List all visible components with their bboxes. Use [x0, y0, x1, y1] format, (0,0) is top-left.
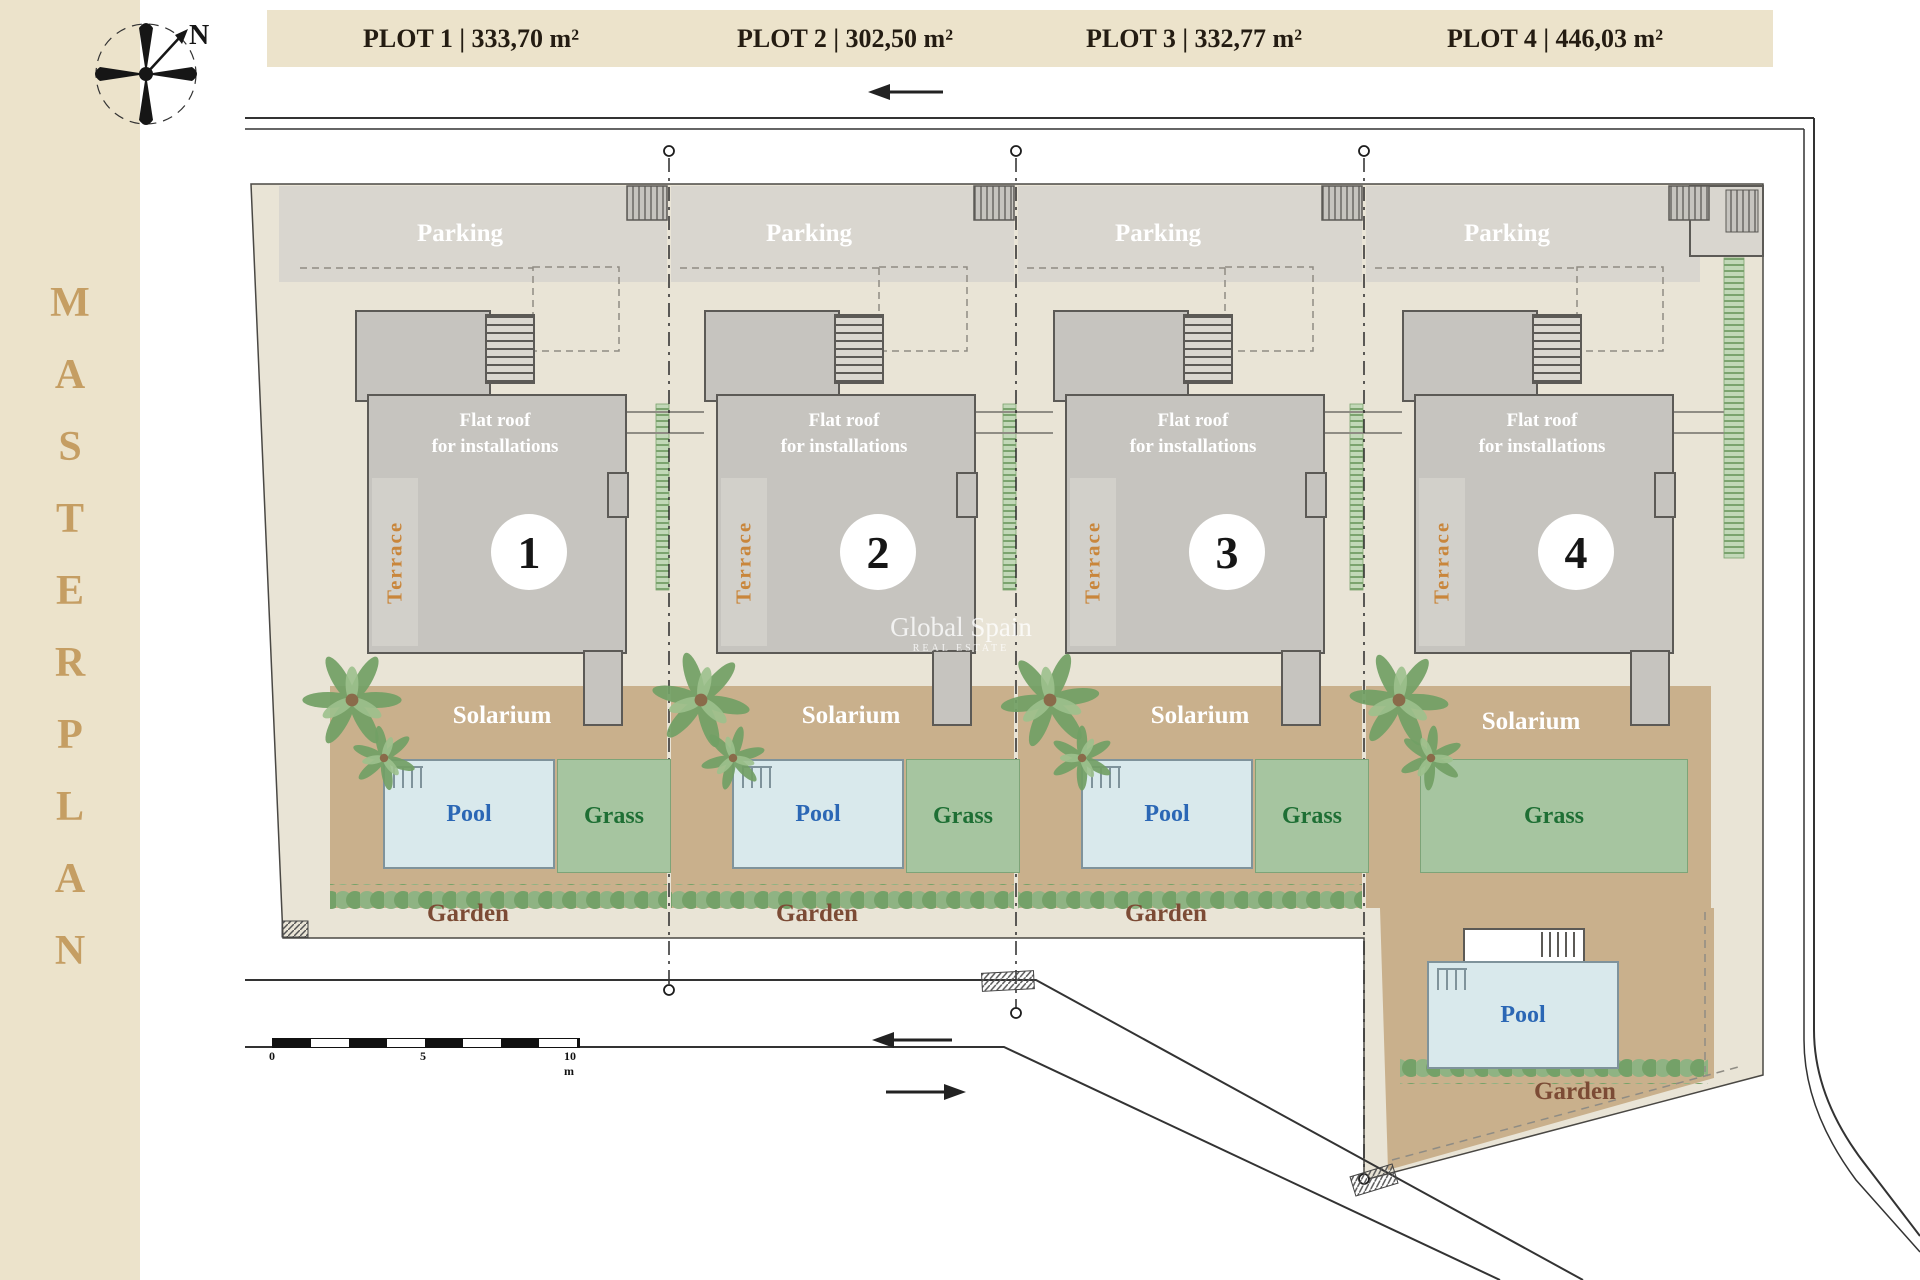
- watermark: Global Spain REAL ESTATE: [831, 612, 1091, 654]
- grass-area: Grass: [906, 759, 1020, 873]
- stairs-icon: [485, 314, 535, 384]
- grass-label: Grass: [584, 802, 644, 829]
- watermark-tagline: REAL ESTATE: [912, 643, 1010, 654]
- stairs-icon: [1541, 932, 1581, 957]
- sidebar: MASTERPLAN: [0, 0, 140, 1280]
- grass-area: Grass: [557, 759, 671, 873]
- stairs-icon: [1532, 314, 1582, 384]
- terrace-area: [721, 478, 767, 646]
- header-plot3-label: PLOT 3 | 332,77 m²: [1086, 24, 1302, 53]
- solarium-label: Solarium: [1481, 708, 1581, 735]
- plot4-extension-outline: [1391, 912, 1743, 1161]
- compass-icon: N: [95, 20, 209, 125]
- building-upper-block: [355, 310, 491, 402]
- building-notch: [607, 472, 629, 518]
- parking-label: Parking: [1463, 220, 1551, 247]
- pool-area: Pool: [1081, 759, 1253, 869]
- garden-label: Garden: [1534, 1078, 1616, 1105]
- terrace-area: [1419, 478, 1465, 646]
- plot-2: Parking Flat roof for installations Terr…: [704, 184, 1034, 1184]
- building-notch: [1305, 472, 1327, 518]
- flat-roof-label: Flat roof for installations: [1129, 410, 1257, 457]
- watermark-name: Global Spain: [890, 612, 1032, 642]
- plot-number-badge: 2: [840, 514, 916, 590]
- parking-spot-outline: [300, 266, 1664, 352]
- garden-label: Garden: [776, 900, 858, 927]
- building-annex: [932, 650, 972, 726]
- solarium-label: Solarium: [452, 702, 552, 729]
- garden-hedge-row: [330, 884, 1708, 1084]
- scale-five-label: 5: [420, 1049, 426, 1063]
- terrace-label: Terrace: [731, 520, 756, 604]
- flat-roof-label: Flat roof for installations: [431, 410, 559, 457]
- stairs-icon: [834, 314, 884, 384]
- grass-area: Grass: [1255, 759, 1369, 873]
- pool-area: Pool: [383, 759, 555, 869]
- scale-ten-label: 10 m: [564, 1049, 576, 1078]
- pool-label: Pool: [795, 800, 841, 827]
- scale-bar: 0 5 10 m: [269, 1038, 580, 1078]
- pool-ladder-icon: [1437, 968, 1467, 990]
- right-road-edge: [1803, 129, 1920, 1253]
- grass-label: Grass: [1282, 802, 1342, 829]
- scale-bar-segments: [272, 1038, 580, 1048]
- pool-ladder-icon: [393, 766, 423, 788]
- building-notch: [1654, 472, 1676, 518]
- parking-label: Parking: [765, 220, 853, 247]
- garden-label: Garden: [427, 900, 509, 927]
- grass-area: Grass: [1420, 759, 1688, 873]
- terrace-label: Terrace: [382, 520, 407, 604]
- pool-label: Pool: [1500, 1001, 1546, 1028]
- parking-label: Parking: [416, 220, 504, 247]
- plot-number-badge: 1: [491, 514, 567, 590]
- parking-band: [279, 186, 1700, 282]
- terrace-label: Terrace: [1429, 520, 1454, 604]
- terrace-area: [1070, 478, 1116, 646]
- compass-north-label: N: [189, 20, 209, 51]
- header-plot1-label: PLOT 1 | 333,70 m²: [363, 24, 579, 53]
- pool-area: Pool: [1427, 961, 1619, 1069]
- solarium-label: Solarium: [801, 702, 901, 729]
- building-upper-block: [704, 310, 840, 402]
- scale-zero-label: 0: [269, 1049, 275, 1063]
- garden-label: Garden: [1125, 900, 1207, 927]
- header-plot4-label: PLOT 4 | 446,03 m²: [1447, 24, 1663, 53]
- header-plot2-label: PLOT 2 | 302,50 m²: [737, 24, 953, 53]
- wall-connector: [624, 411, 1724, 434]
- building-annex: [1630, 650, 1670, 726]
- plot-number-badge: 4: [1538, 514, 1614, 590]
- pool-label: Pool: [1144, 800, 1190, 827]
- compass-rose: [95, 23, 197, 125]
- boundary-marker: [281, 920, 1399, 1197]
- pool-label: Pool: [446, 800, 492, 827]
- flat-roof-label: Flat roof for installations: [780, 410, 908, 457]
- plot-header-bar: PLOT 1 | 333,70 m² PLOT 2 | 302,50 m² PL…: [267, 10, 1773, 67]
- pool-area: Pool: [732, 759, 904, 869]
- building-notch: [956, 472, 978, 518]
- building-upper-block: [1402, 310, 1538, 402]
- pool-ladder-icon: [1091, 766, 1121, 788]
- building-upper-block: [1053, 310, 1189, 402]
- grass-label: Grass: [933, 802, 993, 829]
- plot-3: Parking Flat roof for installations Terr…: [1053, 184, 1383, 1184]
- hedge-strip: [655, 257, 1745, 591]
- entrance-steps-icon: [626, 185, 1710, 221]
- masterplan-title: MASTERPLAN: [47, 280, 93, 1000]
- parking-label: Parking: [1114, 220, 1202, 247]
- direction-arrow-icon: [868, 84, 966, 1100]
- flat-roof-label: Flat roof for installations: [1478, 410, 1606, 457]
- plot-4: Parking Flat roof for installations Terr…: [1402, 184, 1732, 1184]
- bottom-road-upper-edge: [245, 979, 1584, 1280]
- building-annex: [1281, 650, 1321, 726]
- building-annex: [583, 650, 623, 726]
- solarium-label: Solarium: [1150, 702, 1250, 729]
- pool-house: [1463, 928, 1585, 965]
- grass-label: Grass: [1524, 802, 1584, 829]
- plot-number-badge: 3: [1189, 514, 1265, 590]
- plot-1: Parking Flat roof for installations Terr…: [355, 184, 685, 1184]
- pool-ladder-icon: [742, 766, 772, 788]
- terrace-area: [372, 478, 418, 646]
- stairs-icon: [1183, 314, 1233, 384]
